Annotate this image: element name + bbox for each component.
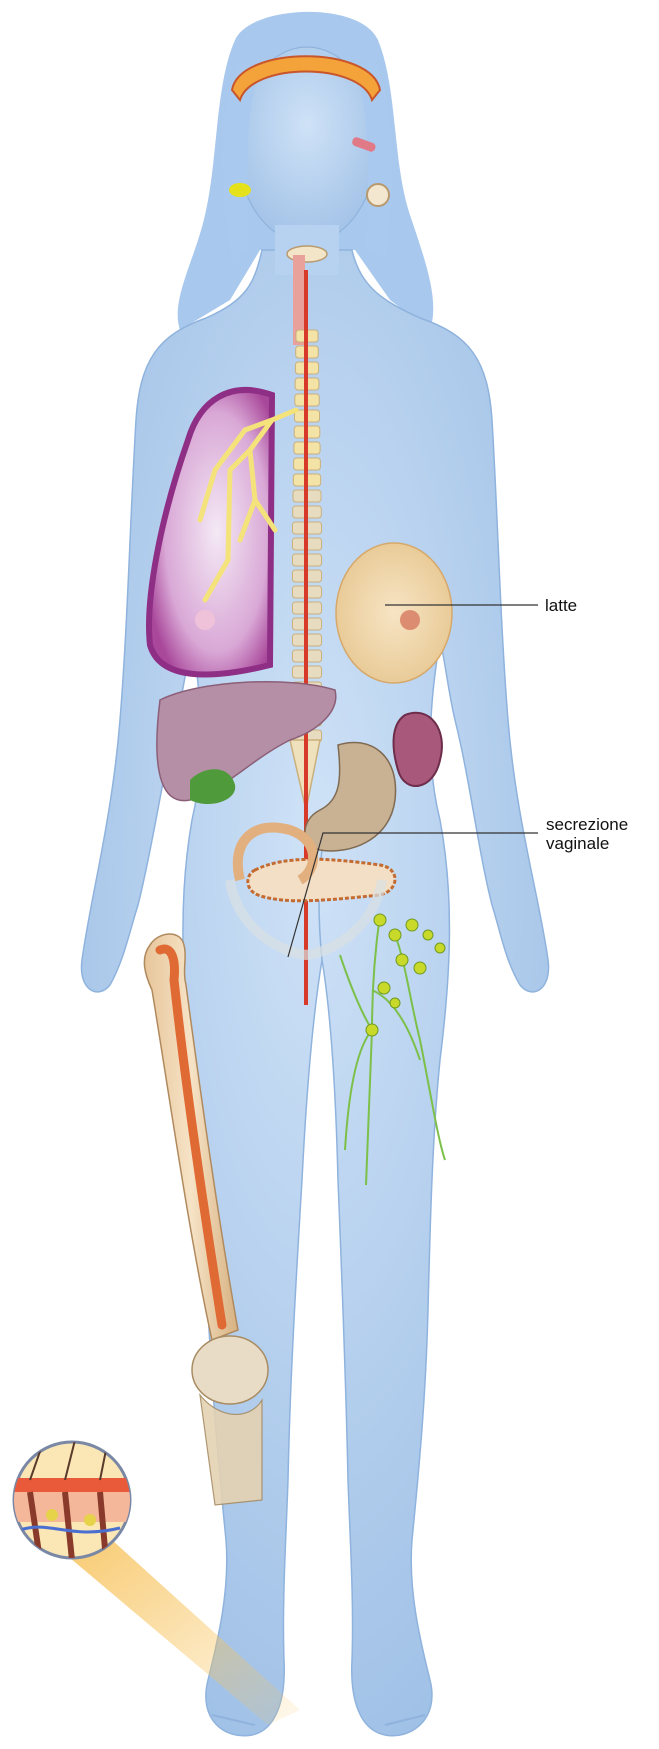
label-vaginal-secretion-line2: vaginale	[546, 834, 609, 853]
label-vaginal-secretion-line1: secrezione	[546, 815, 628, 834]
pancreas	[248, 859, 395, 901]
breast	[336, 543, 452, 683]
nasal-gland-icon	[229, 183, 251, 197]
ear-icon	[367, 184, 389, 206]
kidney	[394, 713, 442, 786]
torso	[81, 250, 548, 1736]
label-milk: latte	[545, 596, 577, 615]
kneecap	[192, 1336, 268, 1404]
